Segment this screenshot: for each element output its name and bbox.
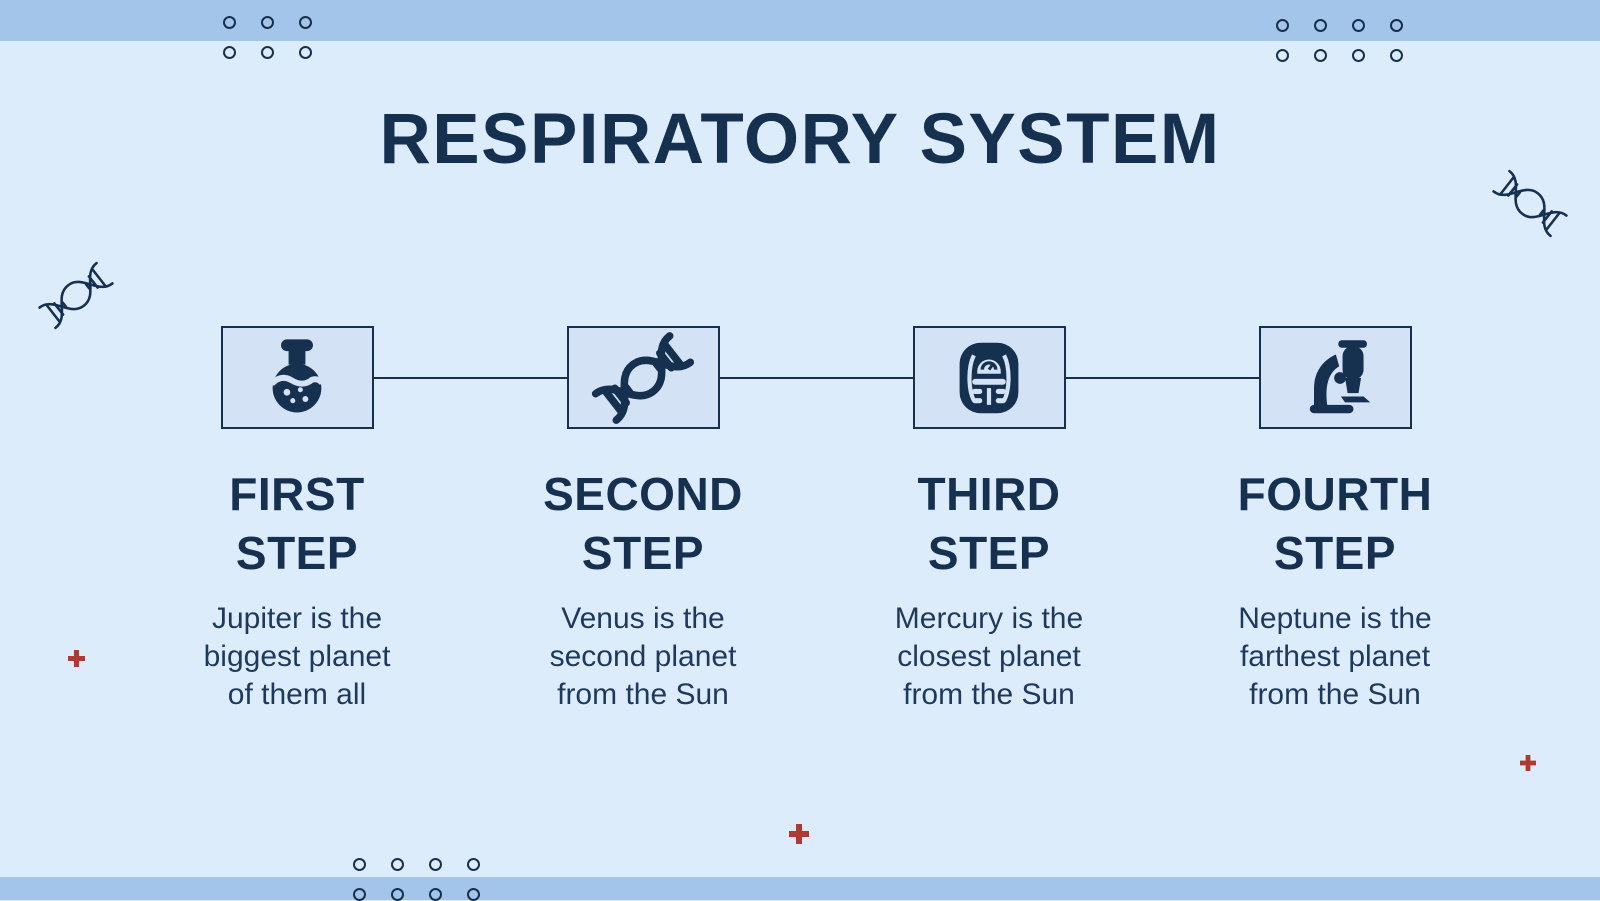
step-fourth-title: FOURTH STEP: [1237, 468, 1433, 579]
step-first-title: FIRST STEP: [229, 468, 365, 579]
bottom-band: [0, 877, 1600, 900]
dot: [1314, 49, 1327, 62]
step-third: THIRD STEP Mercury is the closest planet…: [816, 326, 1162, 714]
dot: [391, 858, 404, 871]
step-third-description: Mercury is the closest planet from the S…: [894, 602, 1084, 711]
dot-grid-top-left: [223, 16, 312, 59]
plus-icon: [68, 650, 85, 667]
dna-outline-icon: [1492, 169, 1568, 238]
dot-grid-bottom-left: [353, 858, 480, 901]
step-fourth-icon-box: [1258, 326, 1412, 429]
step-third-icon-box: [912, 326, 1066, 429]
dot: [1390, 19, 1403, 32]
dna-icon: [586, 325, 700, 430]
step-second-description: Venus is the second planet from the Sun: [549, 602, 737, 711]
dot: [261, 16, 274, 29]
step-second-icon-box: [566, 325, 720, 430]
dot-grid-top-right: [1276, 19, 1403, 62]
dot: [1314, 19, 1327, 32]
dna-outline-icon: [38, 261, 114, 330]
dot: [353, 858, 366, 871]
step-first-description: Jupiter is the biggest planet of them al…: [203, 602, 391, 711]
dot: [223, 46, 236, 59]
dot: [1390, 49, 1403, 62]
dot: [467, 858, 480, 871]
dot: [1352, 19, 1365, 32]
dot: [391, 888, 404, 901]
step-connector-line: [297, 377, 1335, 379]
step-fourth: FOURTH STEP Neptune is the farthest plan…: [1162, 326, 1508, 714]
plus-icon: [789, 824, 809, 844]
flask-icon: [269, 338, 325, 412]
dot: [429, 888, 442, 901]
dot: [261, 46, 274, 59]
steps-row: FIRST STEP Jupiter is the biggest planet…: [124, 326, 1508, 714]
page-title: RESPIRATORY SYSTEM: [379, 100, 1221, 179]
dot: [1276, 19, 1289, 32]
step-third-title: THIRD STEP: [917, 468, 1061, 579]
plus-icon: [1520, 755, 1536, 771]
step-first-icon-box: [220, 326, 374, 429]
dot: [1352, 49, 1365, 62]
dot: [467, 888, 480, 901]
dot: [1276, 49, 1289, 62]
dot: [429, 858, 442, 871]
microscope-icon: [1309, 339, 1371, 413]
step-first: FIRST STEP Jupiter is the biggest planet…: [124, 326, 470, 714]
dot: [299, 16, 312, 29]
step-second: SECOND STEP Venus is the second planet f…: [470, 326, 816, 714]
dot: [353, 888, 366, 901]
dot: [299, 46, 312, 59]
step-fourth-description: Neptune is the farthest planet from the …: [1238, 602, 1432, 711]
scale-icon: [959, 342, 1019, 413]
dot: [223, 16, 236, 29]
step-second-title: SECOND STEP: [543, 468, 743, 579]
